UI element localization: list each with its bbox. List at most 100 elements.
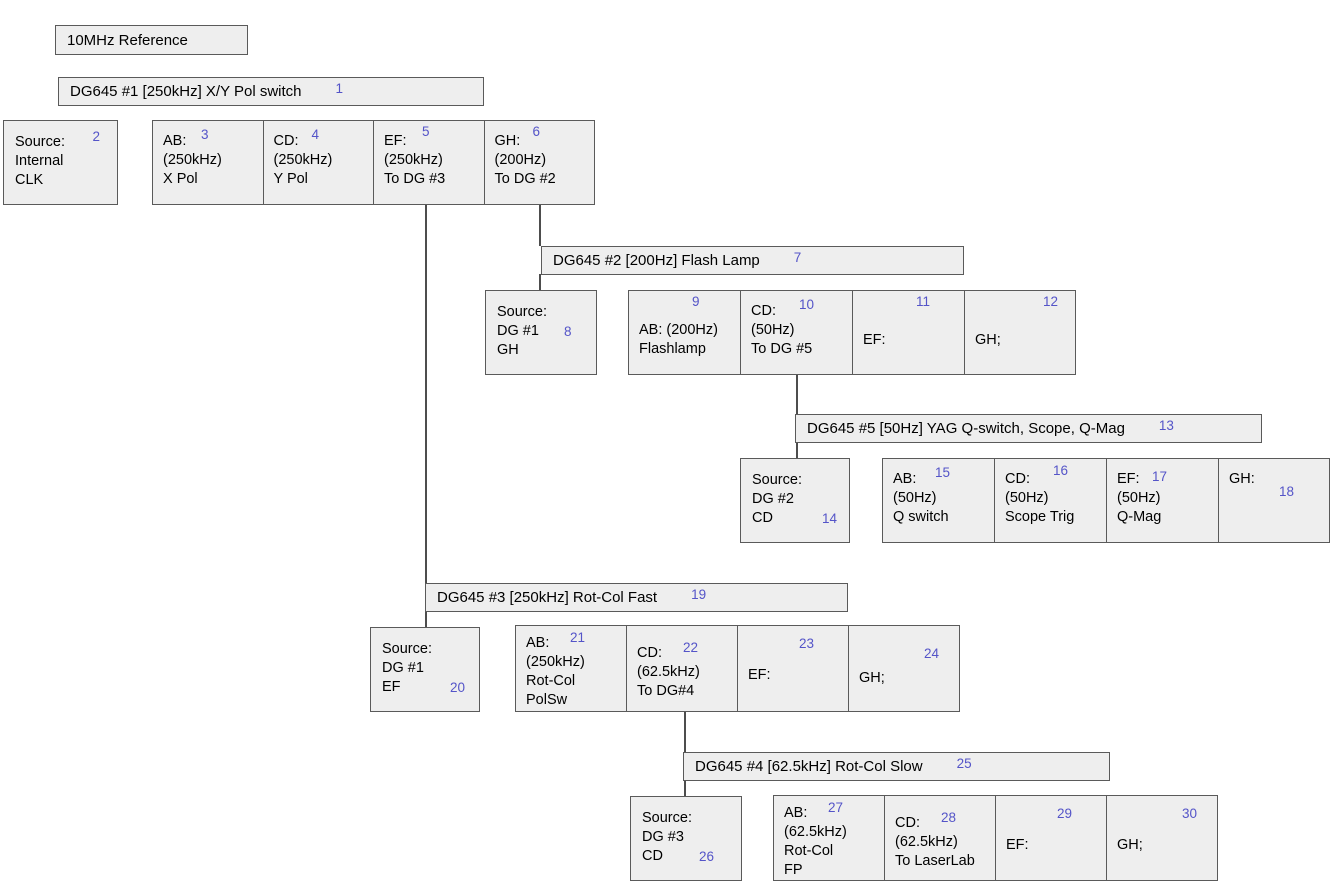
dg5-header[interactable]: DG645 #5 [50Hz] YAG Q-switch, Scope, Q-M… [795, 414, 1262, 443]
dg5-output-ef-line-3: Q-Mag [1117, 509, 1162, 525]
connector-dg4-header-to-source [684, 780, 686, 796]
dg3-output-ef-index: 23 [799, 636, 815, 651]
dg1-output-cd-line-1: CD: [273, 133, 299, 149]
dg5-output-cd[interactable]: 16 CD: (50Hz) Scope Trig [995, 459, 1107, 542]
dg5-source-line-2: DG #2 [752, 491, 794, 507]
dg2-output-cd-line-2: (50Hz) [751, 322, 795, 338]
dg2-output-ab[interactable]: 9 AB: (200Hz) Flashlamp [629, 291, 741, 374]
dg5-output-cd-line-2: (50Hz) [1005, 490, 1049, 506]
dg2-output-cd-line-1: CD: [751, 303, 776, 319]
dg3-output-ab[interactable]: 21 AB: (250kHz) Rot-Col PolSw [516, 626, 627, 711]
dg1-output-cd-line-2: (250kHz) [273, 152, 333, 168]
dg2-header[interactable]: DG645 #2 [200Hz] Flash Lamp 7 [541, 246, 964, 275]
dg1-header[interactable]: DG645 #1 [250kHz] X/Y Pol switch 1 [58, 77, 484, 106]
dg1-output-ab-line-3: X Pol [163, 171, 198, 187]
dg2-output-cd-line-3: To DG #5 [751, 341, 813, 357]
dg4-output-cd-line-2: (62.5kHz) [895, 834, 958, 850]
dg1-source-box[interactable]: 2 Source: Internal CLK [3, 120, 118, 205]
dg4-source-box[interactable]: 26 Source: DG #3 CD [630, 796, 742, 881]
dg3-source-line-3: EF [382, 679, 401, 695]
dg4-header-label: DG645 #4 [62.5kHz] Rot-Col Slow [695, 758, 923, 775]
dg4-output-cd-line-3: To LaserLab [895, 853, 975, 869]
dg3-output-ef[interactable]: 23 EF: [738, 626, 849, 711]
dg1-output-ab-index: 3 [201, 127, 209, 142]
dg3-output-gh[interactable]: 24 GH; [849, 626, 959, 711]
connector-dg5-header-to-source [796, 443, 798, 458]
dg5-output-ab[interactable]: 15 AB: (50Hz) Q switch [883, 459, 995, 542]
dg1-output-ef-line-2: (250kHz) [384, 152, 443, 168]
dg4-output-ef[interactable]: 29 EF: [996, 796, 1107, 880]
dg5-output-gh[interactable]: 18 GH: [1219, 459, 1329, 542]
dg3-header[interactable]: DG645 #3 [250kHz] Rot-Col Fast 19 [425, 583, 848, 612]
dg3-source-box[interactable]: 20 Source: DG #1 EF [370, 627, 480, 712]
dg5-source-line-1: Source: [752, 472, 802, 488]
dg4-output-ef-index: 29 [1057, 806, 1073, 821]
dg1-source-line-2: Internal [15, 153, 64, 169]
dg1-output-gh-line-3: To DG #2 [494, 171, 556, 187]
dg1-output-gh-line-1: GH: [494, 133, 521, 149]
dg2-output-gh-line-1: GH; [975, 332, 1001, 348]
dg5-output-ab-line-1: AB: [893, 471, 917, 487]
dg5-output-cd-line-3: Scope Trig [1005, 509, 1075, 525]
dg4-output-strip: 27 AB: (62.5kHz) Rot-Col FP 28 CD: (62.5… [773, 795, 1218, 881]
connector-dg2-header-to-source [539, 274, 541, 290]
dg2-output-ab-line-1: AB: (200Hz) [639, 322, 718, 338]
dg3-output-cd-line-1: CD: [637, 645, 662, 661]
dg3-output-cd-index: 22 [683, 640, 699, 655]
dg4-output-ab[interactable]: 27 AB: (62.5kHz) Rot-Col FP [774, 796, 885, 880]
connector-dg2cd-to-dg5-header [796, 375, 798, 414]
dg4-output-ab-index: 27 [828, 800, 844, 815]
dg4-header[interactable]: DG645 #4 [62.5kHz] Rot-Col Slow 25 [683, 752, 1110, 781]
dg4-output-cd[interactable]: 28 CD: (62.5kHz) To LaserLab [885, 796, 996, 880]
dg3-source-index: 20 [450, 680, 466, 695]
dg2-output-gh[interactable]: 12 GH; [965, 291, 1075, 374]
dg3-output-ab-line-4: PolSw [526, 692, 568, 708]
dg3-header-label: DG645 #3 [250kHz] Rot-Col Fast [437, 589, 658, 606]
dg3-output-ab-line-1: AB: [526, 635, 550, 651]
dg1-output-ab[interactable]: 3 AB: (250kHz) X Pol [153, 121, 264, 204]
dg2-output-ef[interactable]: 11 EF: [853, 291, 965, 374]
dg5-output-ef[interactable]: 17 EF: (50Hz) Q-Mag [1107, 459, 1219, 542]
dg2-source-line-3: GH [497, 342, 519, 358]
dg1-output-cd-index: 4 [311, 127, 320, 142]
dg4-output-gh-line-1: GH; [1117, 837, 1143, 853]
dg2-output-ef-index: 11 [916, 294, 931, 309]
dg3-output-ef-line-1: EF: [748, 667, 771, 683]
dg3-source-line-1: Source: [382, 641, 432, 657]
dg1-output-cd[interactable]: 4 CD: (250kHz) Y Pol [264, 121, 374, 204]
dg2-output-cd[interactable]: 10 CD: (50Hz) To DG #5 [741, 291, 853, 374]
dg2-output-ef-line-1: EF: [863, 332, 886, 348]
dg1-source-line-1: Source: [15, 134, 65, 150]
dg3-output-gh-line-1: GH; [859, 670, 885, 686]
connector-dg1gh-to-dg2-header [539, 205, 541, 246]
dg1-output-ef[interactable]: 5 EF: (250kHz) To DG #3 [374, 121, 485, 204]
dg2-header-index: 7 [793, 250, 802, 265]
reference-clock-box: 10MHz Reference [55, 25, 248, 55]
dg4-output-gh[interactable]: 30 GH; [1107, 796, 1217, 880]
dg1-header-index: 1 [335, 81, 344, 96]
reference-clock-label: 10MHz Reference [67, 31, 188, 49]
dg4-header-index: 25 [956, 756, 972, 771]
dg4-output-cd-index: 28 [941, 810, 957, 825]
dg2-source-box[interactable]: 8 Source: DG #1 GH [485, 290, 597, 375]
dg3-output-ab-index: 21 [570, 630, 586, 645]
dg2-source-line-1: Source: [497, 304, 547, 320]
dg5-output-gh-line-1: GH: [1229, 471, 1255, 487]
dg5-output-ab-line-3: Q switch [893, 509, 949, 525]
dg5-source-box[interactable]: 14 Source: DG #2 CD [740, 458, 850, 543]
connector-dg3-header-to-source [425, 611, 427, 627]
connector-dg1ef-to-dg3 [425, 205, 427, 627]
dg5-source-index: 14 [822, 511, 838, 526]
dg5-header-index: 13 [1158, 418, 1174, 433]
dg2-output-ab-line-2: Flashlamp [639, 341, 706, 357]
dg3-output-gh-index: 24 [924, 646, 940, 661]
dg5-output-ef-line-2: (50Hz) [1117, 490, 1161, 506]
dg3-output-cd[interactable]: 22 CD: (62.5kHz) To DG#4 [627, 626, 738, 711]
dg1-output-ef-line-1: EF: [384, 133, 407, 149]
dg1-source-line-3: CLK [15, 172, 44, 188]
dg4-output-ab-line-3: Rot-Col [784, 843, 834, 859]
dg1-output-gh[interactable]: 6 GH: (200Hz) To DG #2 [485, 121, 595, 204]
dg1-source-index: 2 [92, 129, 100, 144]
dg3-output-cd-line-3: To DG#4 [637, 683, 695, 699]
